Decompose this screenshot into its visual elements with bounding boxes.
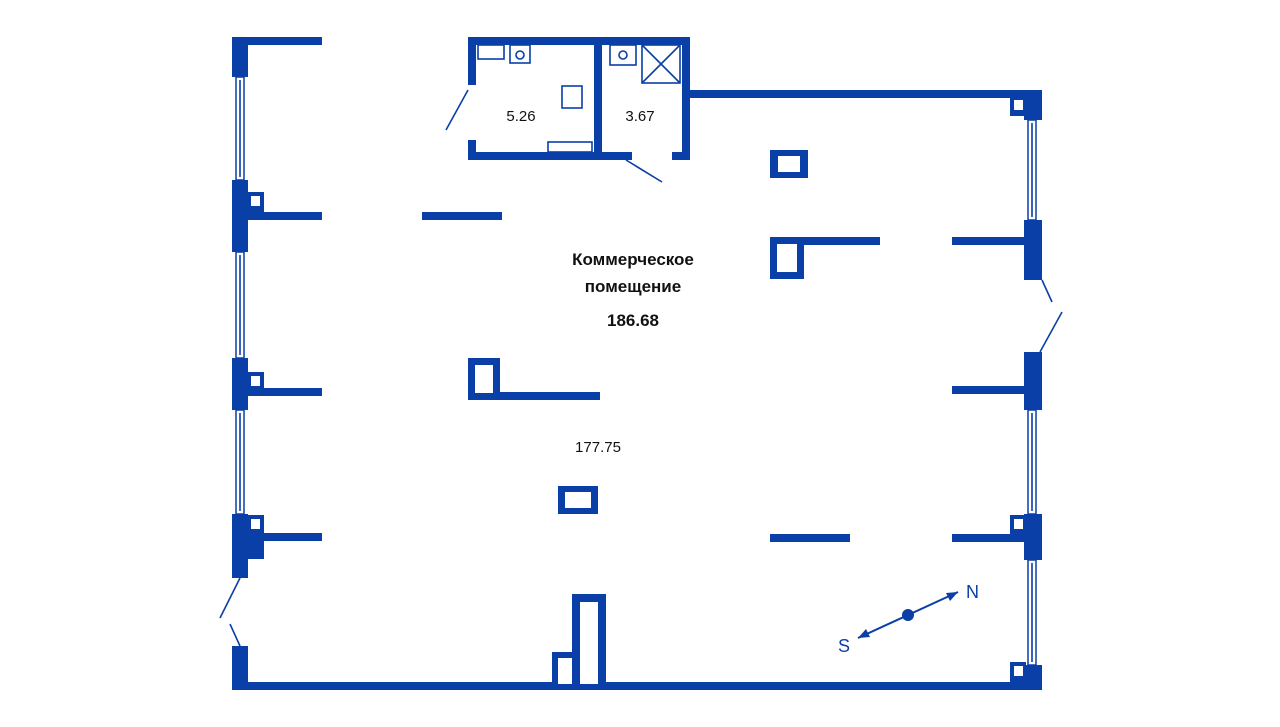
door-right-1: [1041, 279, 1053, 303]
room-name-line2: помещение: [585, 277, 681, 296]
compass-icon: N S: [838, 582, 979, 656]
outer-walls: [232, 37, 1042, 690]
columns: [468, 150, 808, 514]
bathtub-icon: [477, 44, 505, 60]
bathroom-2-area: 3.67: [625, 108, 654, 125]
door-bath-1: [445, 89, 469, 131]
piers: [248, 96, 1026, 684]
room-name-line1: Коммерческое: [572, 250, 694, 269]
doors: [219, 89, 1063, 647]
windows: [235, 76, 1037, 666]
door-right-2: [1039, 311, 1063, 353]
toilet-icon: [561, 85, 583, 109]
room-total-area: 186.68: [607, 311, 659, 330]
compass-south: S: [838, 636, 850, 656]
bathroom-1-area: 5.26: [506, 108, 535, 125]
room-area: 177.75: [575, 439, 621, 456]
bathrooms: [468, 37, 690, 160]
partitions: [248, 212, 1026, 684]
door-bath-2: [625, 159, 663, 183]
compass-north: N: [966, 582, 979, 602]
door-left-1: [219, 577, 241, 619]
door-left-2: [229, 623, 241, 647]
